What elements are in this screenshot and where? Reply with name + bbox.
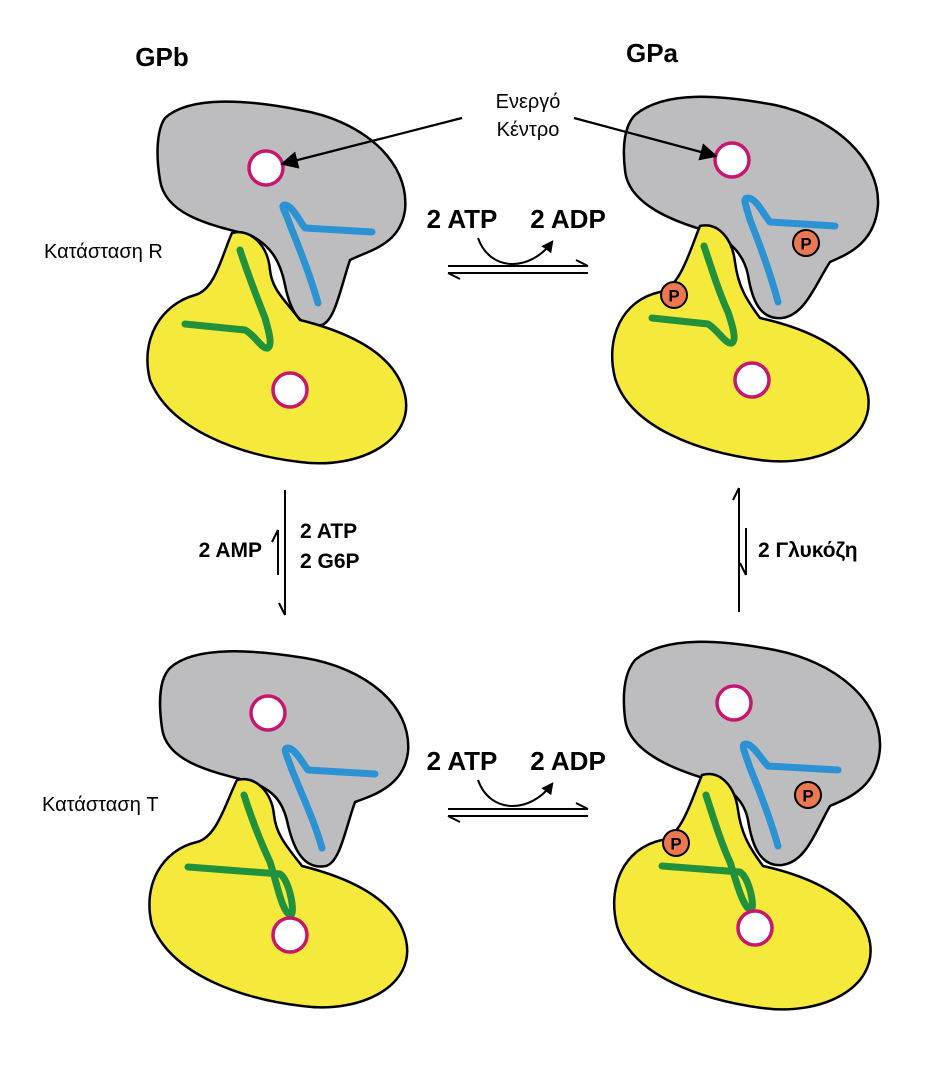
left-vertical-equilibrium: 2 AMP 2 ATP 2 G6P bbox=[199, 490, 360, 616]
header-gpb: GPb bbox=[135, 42, 188, 72]
phosphate-group-lower: P bbox=[662, 829, 690, 857]
green-helix bbox=[648, 242, 738, 347]
active-site-ring-upper bbox=[247, 149, 285, 187]
enzyme-gpa-t-state: P P bbox=[612, 640, 882, 1011]
right-vertical-label: 2 Γλυκόζη bbox=[758, 539, 858, 562]
header-gpa: GPa bbox=[626, 38, 679, 68]
phosphate-label: P bbox=[802, 787, 813, 806]
green-helix bbox=[181, 246, 274, 352]
active-site-pointer-right bbox=[573, 116, 718, 161]
phosphate-group-upper: P bbox=[794, 781, 822, 809]
green-helix bbox=[658, 791, 756, 914]
active-site-pointer-left bbox=[280, 116, 463, 169]
active-site-ring-lower bbox=[733, 361, 771, 399]
active-site-ring-lower bbox=[736, 909, 774, 947]
enzyme-gpb-t-state bbox=[148, 650, 410, 1009]
blue-helix bbox=[279, 201, 376, 307]
bottom-reactant-label: 2 ATP bbox=[427, 746, 498, 776]
gray-domain bbox=[622, 95, 880, 320]
bottom-curved-arrow bbox=[477, 779, 554, 807]
phosphate-label: P bbox=[800, 235, 811, 254]
blue-helix bbox=[739, 740, 842, 850]
top-curved-arrow bbox=[477, 237, 554, 265]
phosphate-group-lower: P bbox=[660, 281, 688, 309]
gray-domain bbox=[622, 640, 882, 867]
left-down-label-line2: 2 G6P bbox=[300, 550, 360, 573]
left-down-label-line1: 2 ATP bbox=[300, 520, 357, 543]
enzyme-gpa-r-state: P P bbox=[610, 95, 880, 463]
bottom-product-label: 2 ADP bbox=[530, 746, 606, 776]
yellow-domain bbox=[146, 230, 408, 465]
active-site-label-line2: Κέντρο bbox=[497, 119, 560, 141]
phosphate-group-upper: P bbox=[792, 229, 820, 257]
state-r-label: Κατάσταση R bbox=[44, 241, 163, 263]
bottom-equilibrium: 2 ATP 2 ADP bbox=[427, 746, 606, 823]
active-site-ring-lower bbox=[271, 371, 309, 409]
phosphate-label: P bbox=[670, 835, 681, 854]
active-site-label-line1: Ενεργό bbox=[496, 91, 561, 113]
top-reactant-label: 2 ATP bbox=[427, 204, 498, 234]
phosphate-label: P bbox=[668, 287, 679, 306]
blue-helix bbox=[281, 744, 379, 852]
gray-domain bbox=[158, 650, 410, 868]
active-site-ring-upper bbox=[713, 141, 751, 179]
enzyme-gpb-r-state bbox=[146, 100, 408, 465]
active-site-ring-upper bbox=[249, 694, 287, 732]
blue-helix bbox=[741, 194, 839, 306]
left-up-label: 2 AMP bbox=[199, 539, 262, 562]
active-site-ring-upper bbox=[715, 684, 753, 722]
right-vertical-equilibrium: 2 Γλυκόζη bbox=[732, 487, 858, 612]
state-t-label: Κατάσταση T bbox=[42, 794, 159, 816]
top-product-label: 2 ADP bbox=[530, 204, 606, 234]
top-equilibrium: 2 ATP 2 ADP bbox=[427, 204, 606, 280]
active-site-ring-lower bbox=[271, 916, 309, 954]
green-helix bbox=[184, 791, 296, 919]
gray-domain bbox=[156, 100, 407, 328]
